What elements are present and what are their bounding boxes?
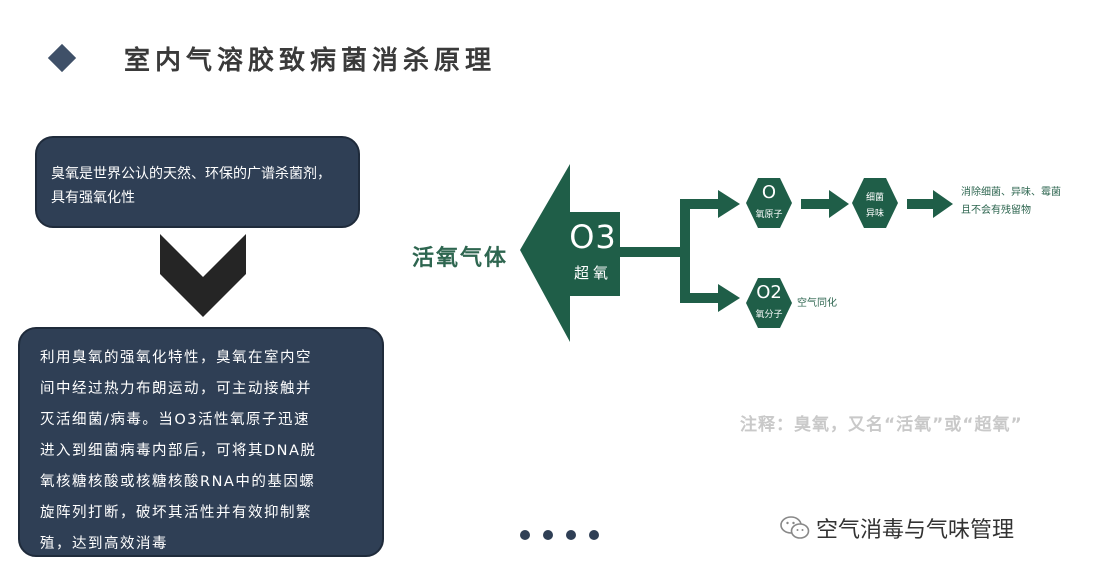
- arrow-shaft-2: [907, 199, 935, 209]
- slide-pager: [520, 530, 612, 540]
- intro-text: 臭氧是世界公认的天然、环保的广谱杀菌剂，具有强氧化性: [51, 166, 331, 206]
- result-line-2: 且不会有残留物: [961, 205, 1031, 216]
- arrow-shaft-1: [801, 199, 831, 209]
- oxygen-atom-name: 氧原子: [755, 210, 783, 220]
- pager-dot[interactable]: [543, 530, 553, 540]
- pager-dot[interactable]: [520, 530, 530, 540]
- oxygen-molecule-symbol: O2: [756, 282, 782, 303]
- bacteria-line-1: 细菌: [865, 193, 884, 203]
- connector-vertical: [680, 199, 690, 303]
- air-assimilation-label: 空气同化: [797, 298, 837, 309]
- bacteria-line-2: 异味: [865, 209, 884, 219]
- o3-formula: O3: [569, 218, 617, 256]
- result-line-1: 消除细菌、异味、霉菌: [961, 187, 1061, 198]
- mechanism-line-6: 旋阵列打断，破坏其活性并有效抑制繁: [40, 505, 312, 521]
- wechat-icon: [780, 516, 810, 539]
- pager-dot[interactable]: [566, 530, 576, 540]
- oxygen-molecule-name: 氧分子: [755, 310, 783, 320]
- connector-trunk: [620, 247, 684, 257]
- connector-upper: [680, 199, 720, 209]
- note-text: 注释：臭氧，又名“活氧”或“超氧”: [740, 415, 1023, 435]
- active-oxygen-label: 活氧气体: [412, 246, 509, 271]
- result-text: 消除细菌、异味、霉菌 且不会有残留物: [961, 184, 1061, 220]
- intro-box: 臭氧是世界公认的天然、环保的广谱杀菌剂，具有强氧化性: [35, 136, 360, 228]
- mechanism-line-7: 殖，达到高效消毒: [40, 536, 168, 552]
- arrow-to-oxygen-molecule: [718, 284, 740, 312]
- arrow-head-2: [933, 190, 953, 218]
- mechanism-line-2: 间中经过热力布朗运动，可主动接触并: [40, 381, 312, 397]
- o3-name: 超氧: [573, 264, 612, 282]
- mechanism-line-5: 氧核糖核酸或核糖核酸RNA中的基因螺: [40, 474, 316, 490]
- page-title: 室内气溶胶致病菌消杀原理: [124, 45, 497, 76]
- hexagon-bacteria: [852, 178, 898, 228]
- oxygen-atom-symbol: O: [761, 182, 777, 203]
- watermark-text: 空气消毒与气味管理: [816, 518, 1015, 543]
- chevron-down-icon: [160, 234, 246, 317]
- diamond-bullet-icon: [47, 43, 77, 73]
- mechanism-box: 利用臭氧的强氧化特性，臭氧在室内空 间中经过热力布朗运动，可主动接触并 灭活细菌…: [18, 327, 384, 557]
- pager-dot[interactable]: [589, 530, 599, 540]
- watermark: 空气消毒与气味管理: [780, 512, 1014, 544]
- arrow-head-1: [829, 190, 849, 218]
- connector-lower: [680, 293, 720, 303]
- mechanism-line-4: 进入到细菌病毒内部后，可将其DNA脱: [40, 443, 317, 459]
- title-row: 室内气溶胶致病菌消杀原理: [47, 38, 497, 78]
- arrow-to-oxygen-atom: [718, 190, 740, 218]
- mechanism-line-1: 利用臭氧的强氧化特性，臭氧在室内空: [40, 350, 312, 366]
- mechanism-line-3: 灭活细菌/病毒。当O3活性氧原子迅速: [40, 412, 311, 428]
